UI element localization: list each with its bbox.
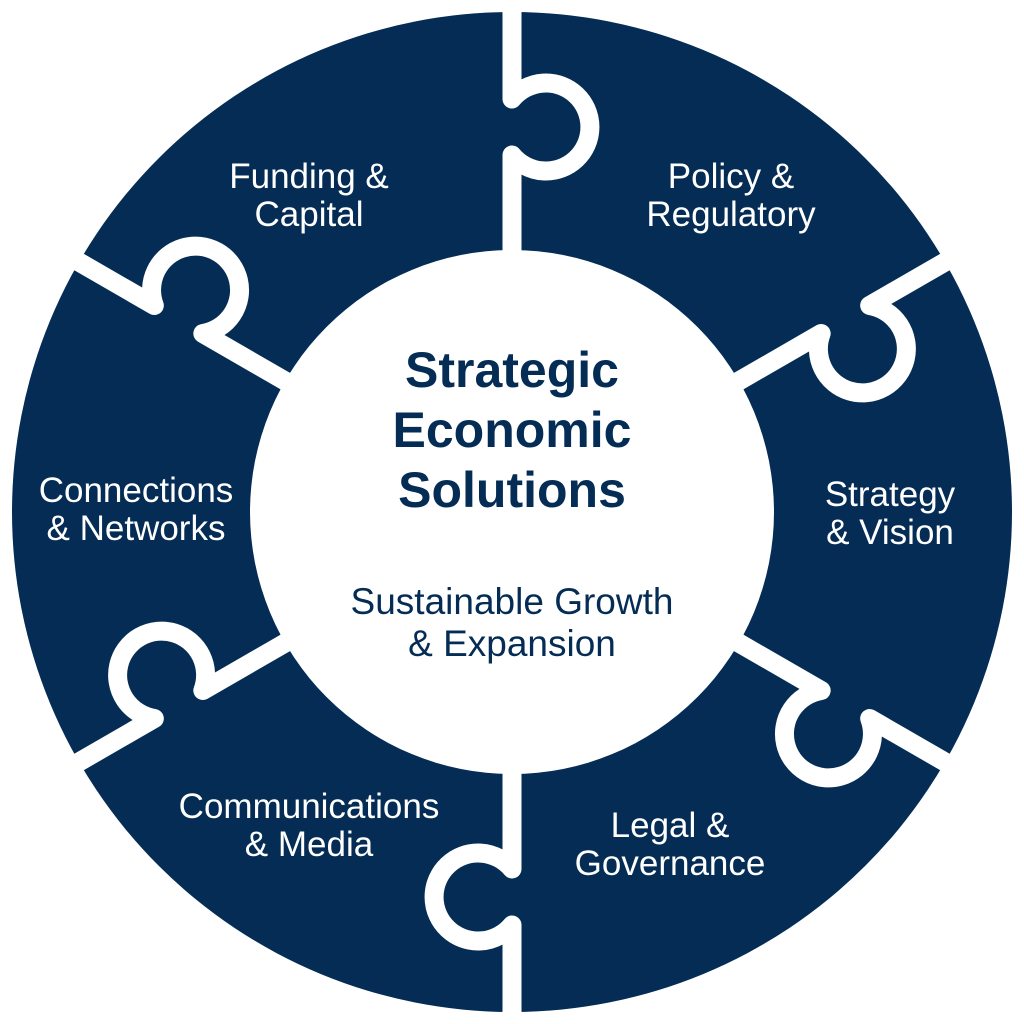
segment-label: Policy & xyxy=(667,157,795,196)
title-line: Solutions xyxy=(398,462,626,518)
segment-label: Capital xyxy=(254,195,364,234)
segment-communications-media: Communications & Media xyxy=(179,788,440,864)
segment-legal-governance: Legal & Governance xyxy=(575,807,766,883)
segment-label: & Vision xyxy=(826,513,954,552)
puzzle-divider xyxy=(424,762,522,1024)
segment-label: Funding & xyxy=(229,157,389,196)
segment-label: & Networks xyxy=(46,509,226,548)
segment-funding-capital: Funding & Capital xyxy=(229,158,389,234)
subtitle-line: & Expansion xyxy=(408,623,616,664)
segment-connections-networks: Connections & Networks xyxy=(39,472,234,548)
center-circle xyxy=(250,250,774,774)
puzzle-divider xyxy=(502,0,600,262)
puzzle-divider xyxy=(723,628,976,788)
segment-label: Legal & xyxy=(610,806,730,845)
segment-label: Regulatory xyxy=(646,195,816,234)
segment-label: Governance xyxy=(574,844,766,883)
center-subtitle: Sustainable Growth & Expansion xyxy=(351,581,674,665)
puzzle-divider xyxy=(48,621,301,786)
title-line: Economic xyxy=(392,402,632,458)
segment-label: & Media xyxy=(244,825,374,864)
puzzle-divider xyxy=(48,236,301,396)
segment-label: Strategy xyxy=(824,475,956,514)
puzzle-divider xyxy=(723,238,976,403)
segment-strategy-vision: Strategy & Vision xyxy=(825,476,955,552)
segment-label: Connections xyxy=(38,471,234,510)
title-line: Strategic xyxy=(405,342,619,398)
subtitle-line: Sustainable Growth xyxy=(350,581,674,622)
segment-label: Communications xyxy=(178,787,440,826)
center-title: Strategic Economic Solutions xyxy=(393,340,632,520)
segment-policy-regulatory: Policy & Regulatory xyxy=(646,158,815,234)
